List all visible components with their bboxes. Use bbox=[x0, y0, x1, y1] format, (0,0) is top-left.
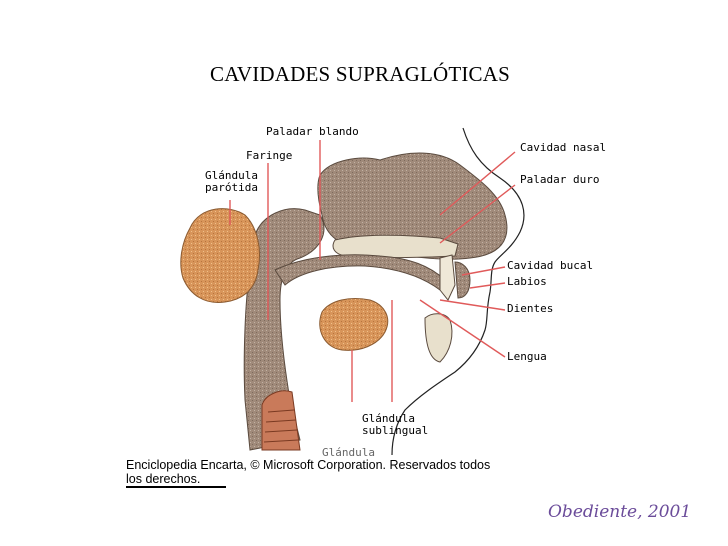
submandibular-gland-shape bbox=[319, 298, 389, 351]
label-glandula-sublingual: Glándula sublingual bbox=[362, 412, 429, 437]
page-title: CAVIDADES SUPRAGLÓTICAS bbox=[210, 62, 511, 86]
label-lengua: Lengua bbox=[507, 350, 547, 363]
leader-lines bbox=[229, 140, 516, 402]
label-dientes: Dientes bbox=[507, 302, 554, 315]
label-faringe: Faringe bbox=[246, 149, 293, 162]
lips-shape bbox=[454, 261, 471, 299]
credit-line-2: los derechos. bbox=[126, 472, 226, 488]
label-glandula-parotida: Glándula parótida bbox=[205, 169, 258, 194]
credit-box: Enciclopedia Encarta, © Microsoft Corpor… bbox=[126, 458, 608, 488]
lower-jaw-shape bbox=[424, 313, 453, 363]
footer-author: Obediente, 2001 bbox=[548, 502, 692, 522]
label-cavidad-nasal: Cavidad nasal bbox=[520, 141, 607, 154]
nasal-cavity-shape bbox=[317, 152, 508, 260]
credit-line-1: Enciclopedia Encarta, © Microsoft Corpor… bbox=[126, 458, 491, 472]
label-paladar-duro: Paladar duro bbox=[520, 173, 600, 186]
label-cavidad-bucal: Cavidad bucal bbox=[507, 259, 594, 272]
label-labios: Labios bbox=[507, 275, 547, 288]
tongue-arch-shape bbox=[274, 254, 446, 291]
label-glandula-partial: Glándula bbox=[322, 446, 375, 459]
trachea-shape bbox=[261, 390, 301, 451]
hard-palate-shape bbox=[332, 234, 459, 258]
parotid-gland-shape bbox=[180, 208, 260, 304]
teeth-shape bbox=[439, 254, 456, 301]
label-paladar-blando: Paladar blando bbox=[266, 125, 359, 138]
